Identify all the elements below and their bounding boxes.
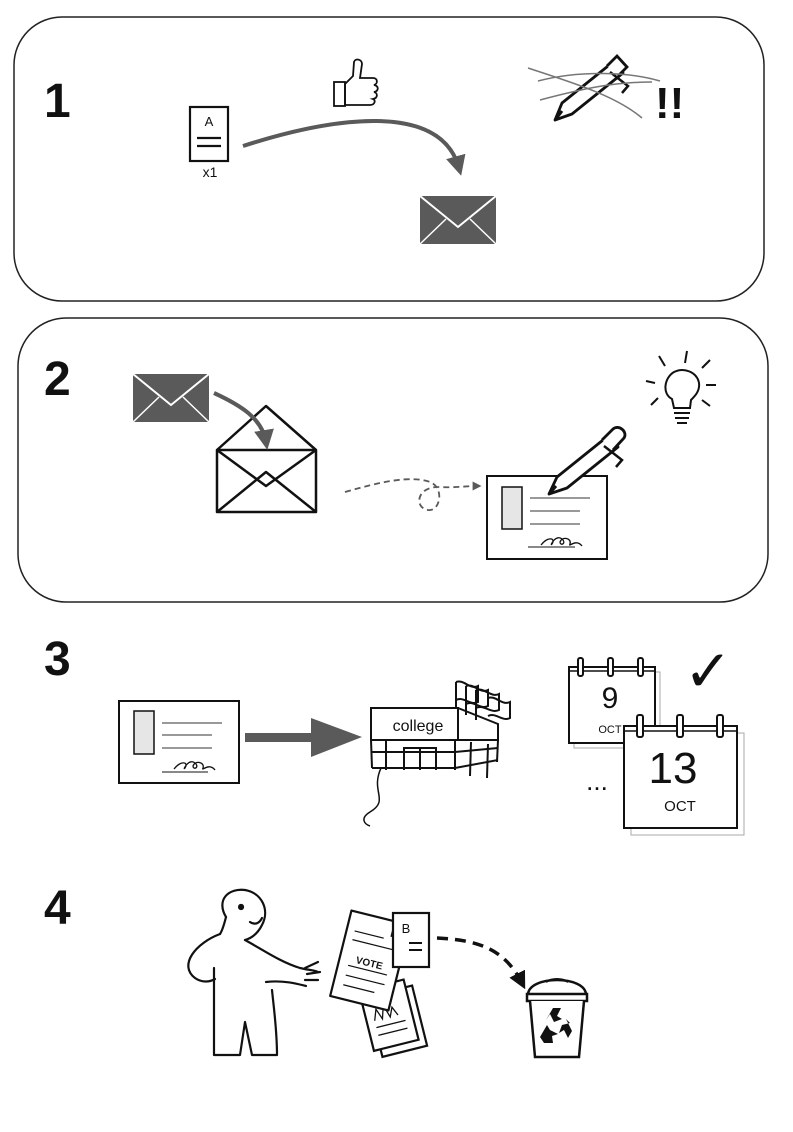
person-icon: [187, 888, 322, 1057]
step-2-panel: 2: [17, 317, 769, 603]
step-4-number: 4: [44, 882, 71, 935]
deliver-arrow: [245, 718, 362, 757]
college-label: college: [393, 718, 444, 735]
checkmark-icon: ✓: [684, 639, 733, 704]
papers-icon: VOTE B: [329, 909, 431, 1059]
step-4-section: 4: [44, 882, 589, 1059]
send-arrow: [242, 119, 466, 176]
envelope-icon: [132, 373, 210, 423]
open-envelope-icon: [215, 404, 318, 514]
calendar-day-13: 13: [649, 744, 698, 793]
crossed-pen-icon: [527, 53, 661, 122]
ellipsis: ...: [586, 766, 608, 796]
discard-arrow: [436, 936, 526, 990]
insert-arrow: [213, 391, 274, 450]
college-building-icon: [363, 680, 511, 827]
lightbulb-icon: [645, 350, 716, 424]
signed-card-icon: [486, 475, 608, 560]
calendar-icon: [568, 657, 661, 749]
warning-exclamation: !!: [655, 79, 684, 128]
document-letter: A: [205, 114, 214, 129]
envelope-icon: [419, 195, 497, 245]
step-3-section: 3 college: [44, 633, 745, 836]
calendar-icon: [623, 714, 745, 836]
step-3-number: 3: [44, 633, 71, 686]
dashed-loop-arrow: [344, 478, 482, 511]
document-b-letter: B: [402, 921, 411, 936]
calendar-month-9: OCT: [598, 724, 622, 736]
thumbs-up-icon: [333, 58, 379, 107]
document-a-icon: A: [188, 105, 230, 163]
step-1-panel: 1 A x1 !!: [13, 16, 765, 302]
step-2-number: 2: [44, 353, 71, 406]
recycle-bin-icon: [525, 978, 589, 1059]
signed-card-icon: [118, 700, 240, 784]
calendar-day-9: 9: [602, 682, 619, 715]
step-1-number: 1: [44, 75, 71, 128]
calendar-month-13: OCT: [664, 798, 696, 815]
pen-icon: [547, 426, 627, 496]
document-count: x1: [203, 164, 218, 180]
